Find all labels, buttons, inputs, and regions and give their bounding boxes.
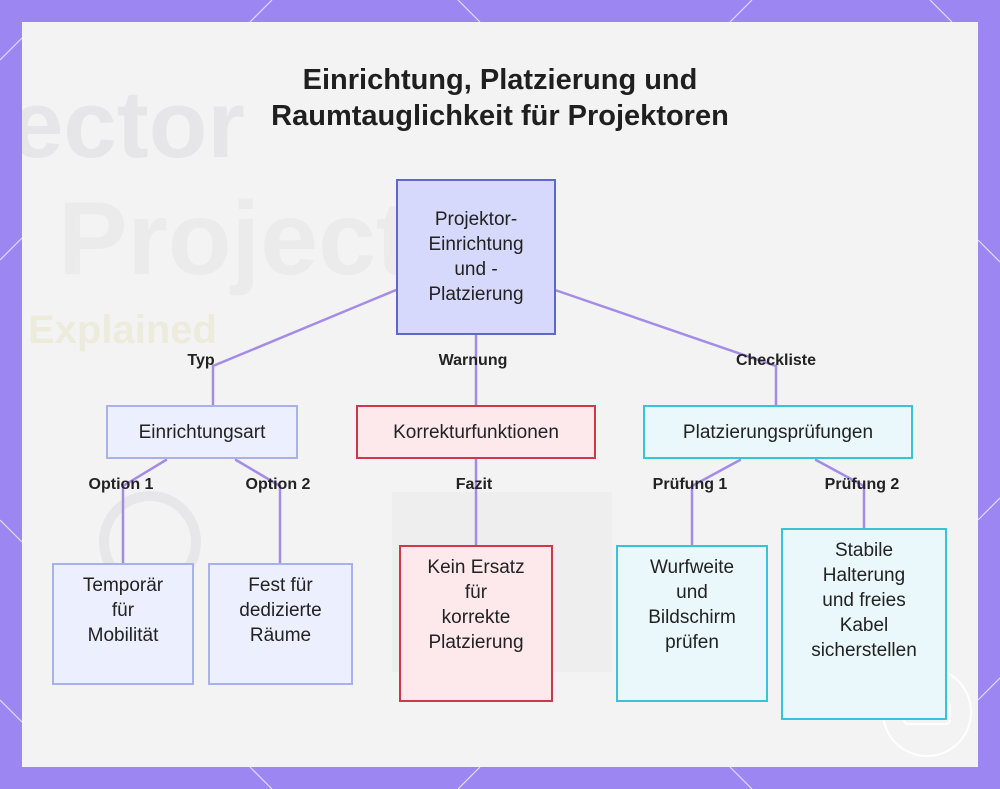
edge-label-fazit: Fazit bbox=[455, 476, 493, 493]
node-text-line: Platzierung bbox=[428, 632, 524, 653]
node-text-line: dedizierte bbox=[239, 600, 322, 621]
node-text-line: Kabel bbox=[839, 615, 889, 636]
node-text-line: Kein Ersatz bbox=[427, 557, 525, 578]
node-text-line: Einrichtungsart bbox=[138, 421, 266, 443]
edge-label-option-1: Option 1 bbox=[88, 476, 154, 493]
node-fixed-dedicated-rooms: Fest für dedizierte Räume bbox=[208, 563, 353, 685]
edge-label-checkliste: Checkliste bbox=[735, 352, 817, 369]
node-temporary-mobility: Temporär für Mobilität bbox=[52, 563, 194, 685]
node-text-line: Räume bbox=[249, 625, 312, 646]
node-text-line: Platzierung bbox=[428, 284, 524, 305]
node-text-line: Stabile bbox=[834, 540, 894, 561]
edge-label-typ: Typ bbox=[187, 352, 215, 369]
node-text-line: Platzierungsprüfungen bbox=[682, 421, 874, 443]
edge-label-option-2: Option 2 bbox=[245, 476, 311, 493]
node-throw-distance: Wurfweite und Bildschirm prüfen bbox=[616, 545, 768, 702]
diagram-title: Einrichtung, Platzierung und Raumtauglic… bbox=[0, 62, 1000, 134]
node-setup-type: Einrichtungsart bbox=[106, 405, 298, 459]
node-text-line: sicherstellen bbox=[811, 640, 917, 661]
title-line: Einrichtung, Platzierung und bbox=[302, 64, 698, 96]
node-text-line: Temporär bbox=[82, 575, 164, 596]
node-text-line: Fest für bbox=[248, 575, 313, 596]
node-text-line: Projektor- bbox=[434, 209, 518, 230]
node-text-line: prüfen bbox=[665, 632, 719, 653]
background-watermark-text: Explained bbox=[28, 308, 217, 352]
node-correction-features: Korrekturfunktionen bbox=[356, 405, 596, 459]
node-text-line: Halterung bbox=[822, 565, 906, 586]
node-stable-mounting: Stabile Halterung und freies Kabel siche… bbox=[781, 528, 947, 720]
node-text-line: und - bbox=[454, 259, 498, 280]
node-placement-checks: Platzierungsprüfungen bbox=[643, 405, 913, 459]
node-no-substitute: Kein Ersatz für korrekte Platzierung bbox=[399, 545, 553, 702]
background-watermark-text: ector bbox=[22, 71, 245, 178]
edge-label-warnung: Warnung bbox=[438, 352, 508, 369]
title-line: Raumtauglichkeit für Projektoren bbox=[271, 100, 729, 132]
node-text-line: und bbox=[676, 582, 708, 603]
node-text-line: korrekte bbox=[441, 607, 511, 628]
node-text-line: Einrichtung bbox=[428, 234, 524, 255]
edge-label-pruefung-2: Prüfung 2 bbox=[824, 476, 900, 493]
node-text-line: für bbox=[464, 582, 488, 603]
root-node-projector-setup: Projektor- Einrichtung und - Platzierung bbox=[396, 179, 556, 335]
node-text-line: für bbox=[111, 600, 135, 621]
node-text-line: Bildschirm bbox=[648, 607, 736, 628]
node-text-line: Mobilität bbox=[87, 625, 159, 646]
background-watermark-text: Project bbox=[58, 181, 411, 297]
edge-label-pruefung-1: Prüfung 1 bbox=[652, 476, 728, 493]
node-text-line: und freies bbox=[822, 590, 906, 611]
node-text-line: Wurfweite bbox=[649, 557, 735, 578]
node-text-line: Korrekturfunktionen bbox=[393, 421, 559, 443]
